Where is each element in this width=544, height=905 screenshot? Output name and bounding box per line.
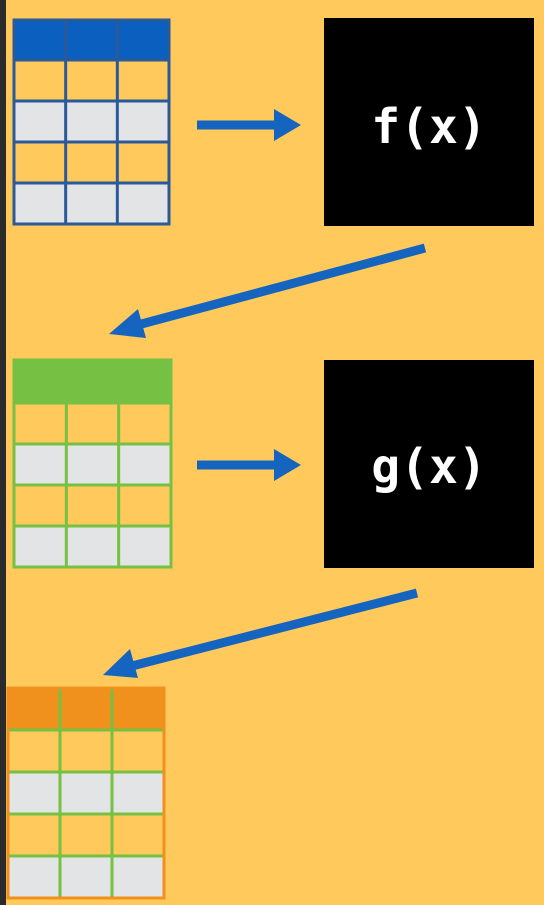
input-body-cell <box>117 60 169 101</box>
input-body-cell <box>14 101 66 142</box>
input-body-cell <box>65 101 118 142</box>
output-header-cell <box>60 688 112 730</box>
input-border <box>12 18 171 226</box>
intermediate-body-cell <box>66 485 119 526</box>
output-body-cell <box>60 730 112 772</box>
arrow-f-to-intermediate-head <box>109 309 146 338</box>
intermediate-body-cell <box>14 485 67 526</box>
intermediate-body-cell <box>14 444 67 485</box>
function-g-box: g(x) <box>324 360 534 568</box>
intermediate-header-cell <box>118 360 171 403</box>
intermediate-body-cell <box>14 526 67 567</box>
arrow-g-to-output-head <box>103 649 138 678</box>
input-body-cell <box>117 183 169 224</box>
output-body-cell <box>60 814 112 856</box>
output-body-cell <box>112 730 164 772</box>
function-g-label: g(x) <box>371 439 487 495</box>
intermediate-body-cell <box>66 526 119 567</box>
output-body-cell <box>60 772 112 814</box>
input-body-cell <box>65 60 118 101</box>
function-g-rect <box>324 360 534 568</box>
output-body-cell <box>112 856 164 898</box>
output-border <box>6 686 166 900</box>
intermediate-body-cell <box>118 403 171 444</box>
output-body-cell <box>8 772 60 814</box>
output-header-cell <box>8 688 60 730</box>
intermediate-body-cell <box>66 444 119 485</box>
output-header-cell <box>112 688 164 730</box>
input-body-cell <box>117 142 169 183</box>
output-body-cell <box>8 730 60 772</box>
function-f-box: f(x) <box>324 18 534 226</box>
intermediate-body-cell <box>118 444 171 485</box>
function-f-label: f(x) <box>371 99 487 155</box>
output-body-cell <box>112 814 164 856</box>
intermediate-body-cell <box>66 403 119 444</box>
intermediate-table <box>12 358 173 569</box>
arrow-g-to-output <box>126 588 419 672</box>
intermediate-body-cell <box>118 485 171 526</box>
output-table <box>6 686 166 900</box>
intermediate-body-cell <box>118 526 171 567</box>
intermediate-header-cell <box>14 360 67 403</box>
function-f-rect <box>324 18 534 226</box>
intermediate-body-cell <box>14 403 67 444</box>
pipeline-diagram: f(x) g(x) <box>6 0 544 905</box>
flow-arrows <box>103 109 427 678</box>
arrow-f-to-intermediate <box>132 243 427 331</box>
output-body-cell <box>112 772 164 814</box>
input-body-cell <box>65 183 118 224</box>
intermediate-header-cell <box>66 360 119 403</box>
output-body-cell <box>8 814 60 856</box>
arrow-input-to-f-head <box>274 109 301 141</box>
input-table <box>12 18 171 226</box>
input-body-cell <box>14 183 66 224</box>
output-body-cell <box>8 856 60 898</box>
input-body-cell <box>117 101 169 142</box>
intermediate-border <box>12 358 173 569</box>
input-body-cell <box>65 142 118 183</box>
input-body-cell <box>14 142 66 183</box>
input-header-cell <box>65 20 118 60</box>
input-header-cell <box>14 20 66 60</box>
input-header-cell <box>117 20 169 60</box>
arrow-intermediate-to-g-head <box>274 449 301 481</box>
output-body-cell <box>60 856 112 898</box>
input-body-cell <box>14 60 66 101</box>
